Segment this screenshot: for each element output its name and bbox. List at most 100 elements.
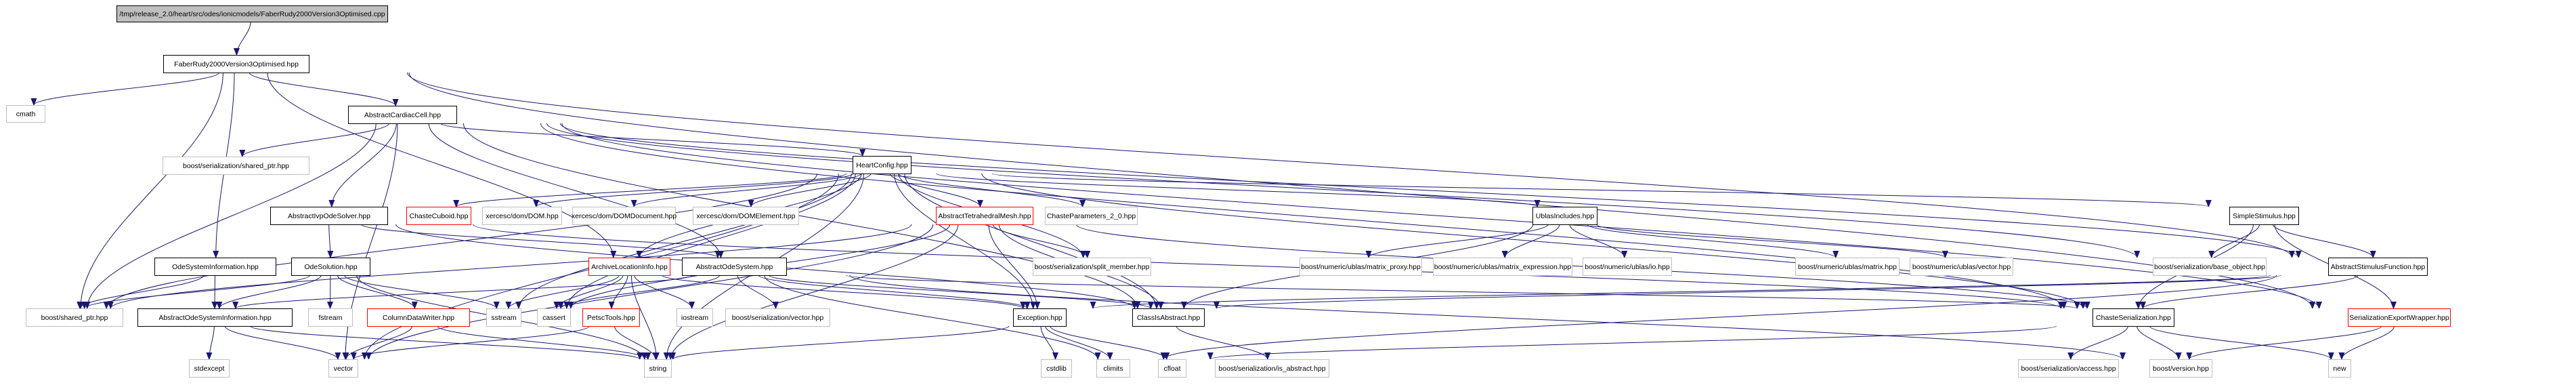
file-node-uio: boost/numeric/ublas/io.hpp	[1583, 258, 1672, 276]
edge-faber-to-acc	[249, 72, 395, 106]
file-node-cdw[interactable]: ColumnDataWriter.hpp	[367, 308, 470, 327]
node-label: /tmp/release_2.0/heart/src/odes/ionicmod…	[119, 10, 385, 18]
file-node-aosi[interactable]: AbstractOdeSystemInformation.hpp	[137, 308, 293, 327]
file-node-ublas[interactable]: UblasIncludes.hpp	[1532, 207, 1597, 225]
edge-petsc-to-vector	[353, 325, 590, 360]
file-node-umatrix: boost/numeric/ublas/matrix.hpp	[1795, 258, 1899, 276]
edge-ublas-to-mproxy	[1369, 224, 1549, 258]
edge-sew-to-new	[2342, 325, 2395, 360]
node-box	[291, 258, 370, 276]
node-box	[2149, 359, 2212, 378]
node-label: boost/serialization/shared_ptr.hpp	[183, 162, 289, 170]
file-node-odesol[interactable]: OdeSolution.hpp	[291, 258, 370, 276]
edge-aos-to-exception	[758, 275, 1027, 309]
node-label: boost/serialization/is_abstract.hpp	[1218, 365, 1325, 373]
edge-acc-to-bshared	[87, 123, 377, 308]
file-node-acc[interactable]: AbstractCardiacCell.hpp	[348, 106, 457, 124]
file-node-bs_shared_ptr: boost/serialization/shared_ptr.hpp	[163, 157, 309, 175]
edge-asf-to-chser	[2143, 275, 2359, 309]
node-label: climits	[1103, 365, 1123, 373]
file-node-chser[interactable]: ChasteSerialization.hpp	[2092, 308, 2174, 327]
node-box	[367, 308, 470, 327]
file-node-heartconfig[interactable]: HeartConfig.hpp	[853, 156, 911, 174]
node-box	[2092, 308, 2174, 327]
file-node-osi[interactable]: OdeSystemInformation.hpp	[154, 258, 276, 276]
edge-asf-to-cia	[1216, 275, 2281, 308]
node-box	[1045, 207, 1138, 225]
edge-heartconfig-to-xdomdoc	[634, 173, 862, 207]
node-box	[270, 207, 388, 225]
edge-heartconfig-to-exception	[894, 173, 1033, 308]
file-node-string: string	[644, 359, 672, 378]
file-node-cmath: cmath	[6, 105, 45, 123]
file-node-cia[interactable]: ClassIsAbstract.hpp	[1132, 308, 1205, 327]
file-node-mexpr: boost/numeric/ublas/matrix_expression.hp…	[1433, 258, 1572, 276]
edge-chser-to-cfloat	[1210, 325, 2057, 360]
edge-faber-to-cmath	[34, 72, 220, 106]
edge-acc-to-sew	[561, 123, 2319, 308]
edge-aivp-to-chser	[473, 224, 2061, 309]
file-node-faber[interactable]: FaberRudy2000Version3Optimised.hpp	[163, 55, 309, 73]
edge-cdw-to-string	[437, 325, 648, 360]
file-node-simplestim[interactable]: SimpleStimulus.hpp	[2229, 207, 2299, 225]
node-box	[2229, 207, 2299, 225]
file-node-atm[interactable]: AbstractTetrahedralMesh.hpp	[936, 207, 1033, 225]
node-box	[1013, 308, 1067, 327]
node-box	[1158, 359, 1186, 378]
node-box	[853, 156, 911, 174]
file-node-cuboid[interactable]: ChasteCuboid.hpp	[406, 207, 471, 225]
edge-archive-to-iostream	[634, 275, 692, 309]
file-node-xdomdoc: xercesc/dom/DOMDocument.hpp	[572, 207, 677, 225]
node-box	[725, 308, 830, 327]
node-label: AbstractIvpOdeSolver.hpp	[288, 212, 370, 220]
file-node-petsc[interactable]: PetscTools.hpp	[582, 308, 640, 327]
node-label: PetscTools.hpp	[587, 314, 635, 322]
node-box	[2153, 258, 2267, 276]
edge-heartconfig-to-ublas	[936, 173, 1537, 207]
edge-petsc-to-string	[614, 325, 656, 360]
file-node-asf[interactable]: AbstractStimulusFunction.hpp	[2328, 258, 2428, 276]
node-label: boost/serialization/vector.hpp	[732, 314, 824, 322]
file-node-xdomel: xercesc/dom/DOMElement.hpp	[693, 207, 799, 225]
edge-acc-to-bs_shared_ptr	[242, 123, 389, 157]
nodes-layer: /tmp/release_2.0/heart/src/odes/ionicmod…	[6, 5, 2451, 378]
file-node-exception[interactable]: Exception.hpp	[1013, 308, 1067, 327]
node-label: FaberRudy2000Version3Optimised.hpp	[174, 60, 299, 68]
node-box	[1300, 258, 1422, 276]
node-box	[572, 207, 676, 225]
file-node-sew[interactable]: SerializationExportWrapper.hpp	[2348, 308, 2451, 327]
node-label: cfloat	[1163, 365, 1180, 373]
edge-atm-to-string	[670, 224, 959, 359]
node-box	[482, 207, 562, 225]
edge-aos-to-climits	[764, 275, 1098, 360]
edge-root-to-faber	[236, 21, 251, 56]
file-node-aivp[interactable]: AbstractIvpOdeSolver.hpp	[270, 207, 388, 225]
node-box	[2328, 258, 2428, 276]
edge-exception-to-cstdlib	[1040, 325, 1056, 360]
edge-aos-to-aosi	[236, 275, 693, 309]
node-label: xercesc/dom/DOMElement.hpp	[697, 212, 796, 220]
node-label: xercesc/dom/DOMDocument.hpp	[572, 212, 677, 220]
file-node-aos[interactable]: AbstractOdeSystem.hpp	[682, 258, 787, 276]
edge-heartconfig-to-bshared	[106, 173, 818, 308]
edge-aos-to-cia	[768, 275, 1151, 309]
node-box	[1033, 258, 1151, 276]
file-node-fstream: fstream	[308, 308, 353, 327]
node-box	[308, 308, 353, 327]
edge-acc-to-aivp	[332, 123, 397, 207]
node-label: UblasIncludes.hpp	[1536, 212, 1595, 220]
node-label: AbstractOdeSystemInformation.hpp	[158, 314, 271, 322]
node-box	[588, 258, 670, 276]
file-node-mproxy: boost/numeric/ublas/matrix_proxy.hpp	[1300, 258, 1422, 276]
node-label: cmath	[16, 110, 36, 119]
edge-heartconfig-to-sstream	[519, 173, 852, 308]
edge-heartconfig-to-atm	[889, 173, 980, 207]
node-label: AbstractTetrahedralMesh.hpp	[938, 212, 1031, 220]
node-label: ColumnDataWriter.hpp	[383, 314, 454, 322]
edge-acc-to-asf	[559, 123, 2298, 258]
node-box	[1132, 308, 1205, 327]
node-label: boost/serialization/access.hpp	[2021, 365, 2116, 373]
file-node-iostream: iostream	[677, 308, 713, 327]
node-label: SimpleStimulus.hpp	[2233, 212, 2296, 220]
file-node-archive[interactable]: ArchiveLocationInfo.hpp	[588, 258, 670, 276]
